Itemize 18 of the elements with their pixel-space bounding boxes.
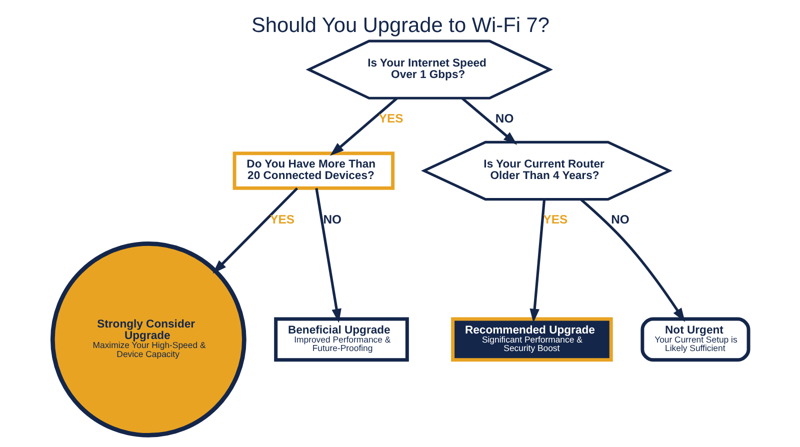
- arrow: [330, 97, 398, 156]
- node-box: Beneficial Upgrade Improved Performance & Future-Proofing: [274, 317, 408, 362]
- arrow: [314, 188, 341, 323]
- edge-label: NO: [494, 112, 514, 126]
- edge-label: YES: [270, 212, 294, 227]
- edge-label: YES: [542, 212, 568, 227]
- node-circle: Strongly Consider Upgrade Maximize Your High-Speed & Device Capacity: [50, 242, 246, 438]
- node-box: Not Urgent Your Current Setup is Likely Sufficient: [640, 317, 750, 362]
- node-box: Do You Have More Than 20 Connected Devices?: [232, 152, 394, 190]
- node-box: Recommended Upgrade Significant Performance & Security Boost: [450, 317, 612, 362]
- arrow: [212, 187, 298, 274]
- edge-label: NO: [322, 212, 341, 227]
- edge-label: NO: [610, 212, 629, 227]
- arrow: [579, 198, 685, 322]
- arrow: [529, 199, 546, 323]
- edge-label: YES: [378, 112, 403, 126]
- arrow: [460, 97, 517, 145]
- diagram-title: Should You Upgrade to Wi-Fi 7?: [250, 14, 550, 37]
